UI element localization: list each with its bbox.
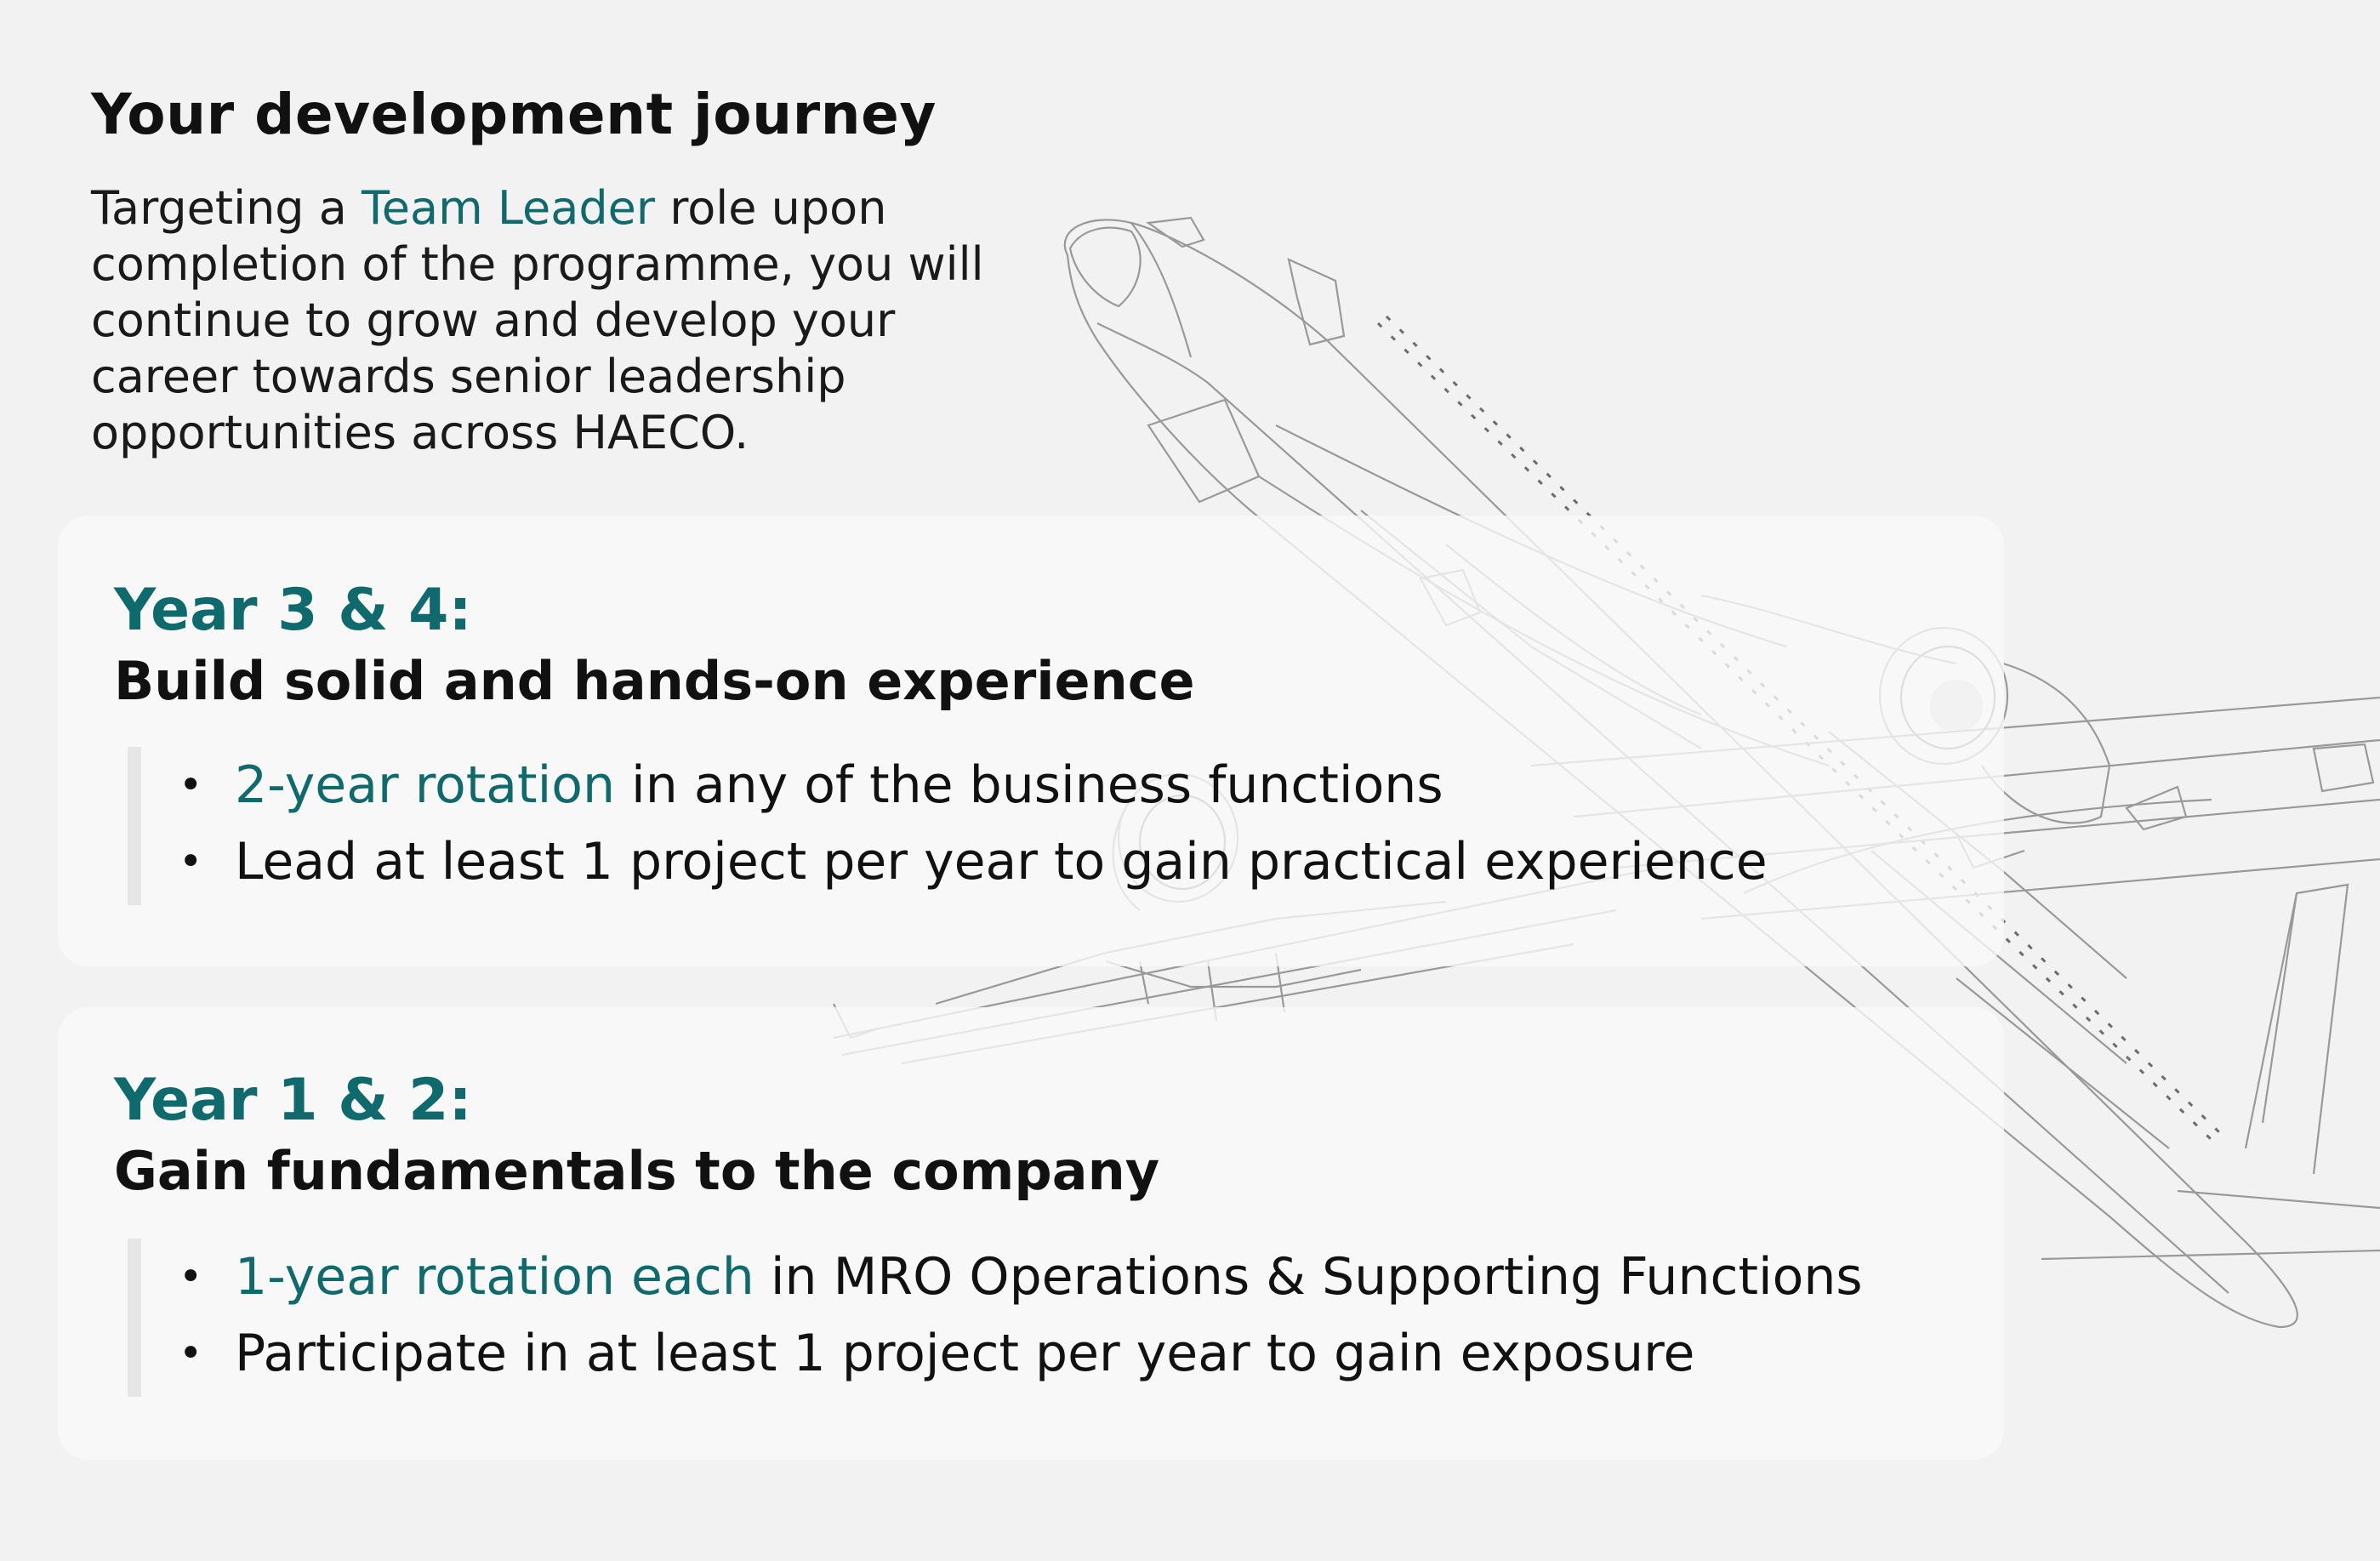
card-year-3-4: Year 3 & 4: Build solid and hands-on exp…: [58, 516, 2004, 966]
bullet-accent: 2-year rotation: [235, 755, 615, 815]
intro-post: role upon completion of the programme, y…: [91, 181, 984, 459]
list-item: • 2-year rotation in any of the business …: [141, 747, 1970, 823]
page-title: Your development journey: [91, 82, 937, 147]
intro-pre: Targeting a: [91, 181, 362, 235]
list-item: • 1-year rotation each in MRO Operations …: [141, 1239, 1970, 1315]
bullet-icon: •: [179, 1253, 203, 1301]
card-heading: Gain fundamentals to the company: [114, 1140, 1160, 1202]
bullet-icon: •: [179, 838, 203, 886]
bullet-icon: •: [179, 761, 203, 809]
intro-accent-role: Team Leader: [362, 181, 656, 235]
intro-text: Targeting a Team Leader role upon comple…: [91, 180, 1010, 461]
card-heading: Build solid and hands-on experience: [114, 650, 1195, 712]
bullet-list: • 1-year rotation each in MRO Operations …: [128, 1239, 1970, 1397]
bullet-text: in MRO Operations & Supporting Functions: [754, 1247, 1863, 1307]
bullet-accent: 1-year rotation each: [235, 1247, 754, 1307]
card-year-label: Year 1 & 2:: [114, 1067, 472, 1134]
list-item: • Participate in at least 1 project per y…: [141, 1315, 1970, 1392]
bullet-icon: •: [179, 1330, 203, 1377]
card-year-1-2: Year 1 & 2: Gain fundamentals to the com…: [58, 1007, 2004, 1460]
bullet-text: in any of the business functions: [614, 755, 1443, 815]
bullet-text: Participate in at least 1 project per ye…: [235, 1324, 1695, 1383]
bullet-text: Lead at least 1 project per year to gain…: [235, 832, 1768, 892]
card-year-label: Year 3 & 4:: [114, 577, 472, 644]
bullet-list: • 2-year rotation in any of the business …: [128, 747, 1970, 905]
list-item: • Lead at least 1 project per year to gai…: [141, 823, 1970, 900]
